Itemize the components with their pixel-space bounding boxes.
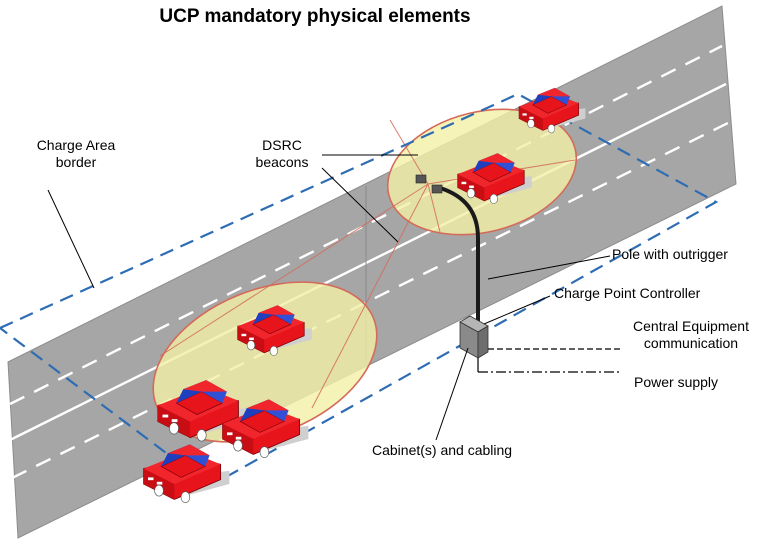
dsrc-beacons-label-line-1: DSRC [262, 137, 302, 153]
dsrc-beacons-label: DSRC beacons [246, 137, 318, 171]
diagram-title: UCP mandatory physical elements [159, 6, 471, 27]
pole-with-outrigger [439, 186, 480, 330]
leader-lines [47, 154, 611, 441]
central-equipment-communication-line-1: Central Equipment [633, 318, 749, 334]
central-equipment-communication-label: Central Equipment communication [616, 318, 766, 352]
dsrc-beacon-unit [415, 174, 443, 194]
pole-with-outrigger-label: Pole with outrigger [612, 246, 728, 262]
dsrc-beacons-label-line-2: beacons [255, 154, 309, 170]
charge-area-border-label-line-2: border [55, 154, 97, 170]
charge-area-border-label: Charge Area border [18, 137, 134, 171]
power-supply-label: Power supply [634, 374, 719, 390]
charge-point-controller-label: Charge Point Controller [554, 285, 701, 301]
central-equipment-communication-line-2: communication [643, 335, 739, 351]
cabinets-and-cabling-label: Cabinet(s) and cabling [372, 442, 513, 458]
charge-area-border-label-line-1: Charge Area [36, 137, 116, 153]
cabinet [459, 315, 489, 359]
charge-area-border [0, 92, 719, 488]
